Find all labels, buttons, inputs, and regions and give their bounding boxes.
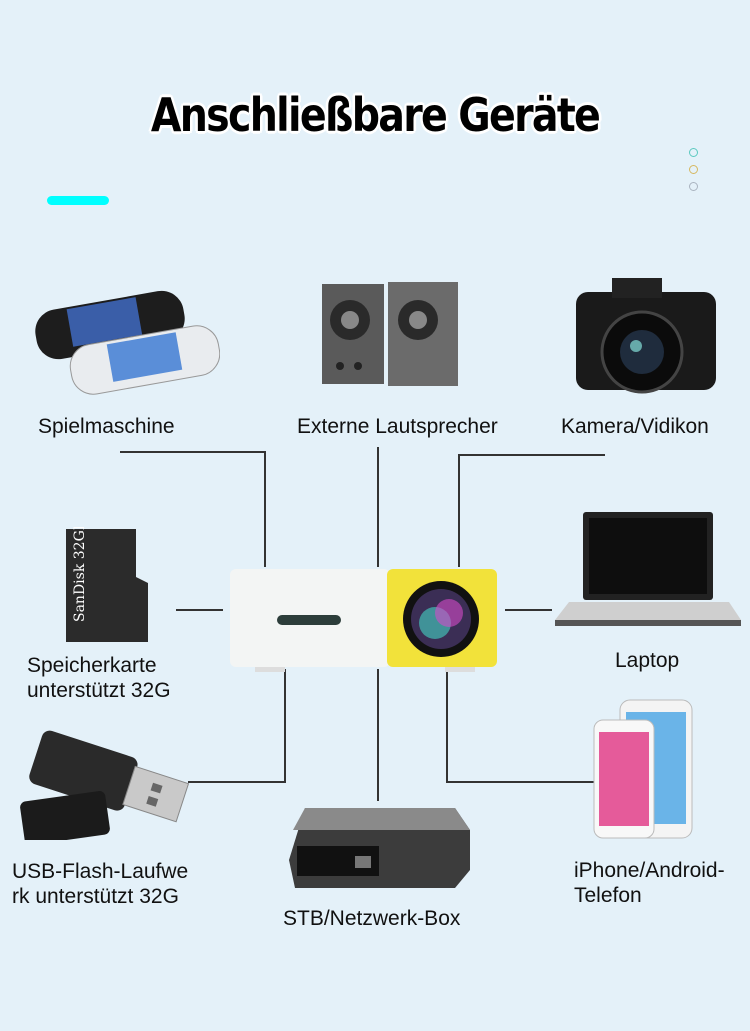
laptop-image	[555, 512, 741, 626]
svg-text:SanDisk 32GB: SanDisk 32GB	[72, 527, 88, 622]
decor-circle-icon	[689, 182, 698, 191]
label-line: unterstützt 32G	[27, 679, 171, 702]
sd-card-image: SanDisk 32GB	[66, 527, 148, 642]
network-box-image	[289, 808, 470, 888]
game-console-image	[35, 290, 220, 395]
speakers-image	[322, 282, 458, 386]
device-label-usb-drive: USB-Flash-Laufwe rk unterstützt 32G	[12, 859, 188, 909]
device-label-phone: iPhone/Android- Telefon	[574, 858, 725, 908]
label-line: Telefon	[574, 884, 642, 907]
smartphones-image	[593, 699, 693, 839]
device-label-game-console: Spielmaschine	[38, 415, 175, 438]
camera-image	[576, 278, 716, 394]
device-label-camera: Kamera/Vidikon	[561, 415, 709, 438]
device-label-speakers: Externe Lautsprecher	[297, 415, 498, 438]
decor-circle-icon	[689, 165, 698, 174]
label-line: iPhone/Android-	[574, 859, 725, 882]
usb-flash-drive-image	[20, 730, 190, 840]
decor-circle-icon	[689, 148, 698, 157]
label-line: USB-Flash-Laufwe	[12, 860, 189, 883]
label-line: Speicherkarte	[27, 654, 157, 677]
device-label-memory-card: Speicherkarte unterstützt 32G	[27, 653, 171, 703]
page-title: Anschließbare Geräte	[150, 88, 601, 142]
device-label-network-box: STB/Netzwerk-Box	[283, 907, 461, 930]
device-label-laptop: Laptop	[615, 649, 680, 672]
accent-bar	[47, 196, 109, 205]
mini-projector-image	[230, 569, 497, 672]
label-line: rk unterstützt 32G	[12, 885, 179, 908]
